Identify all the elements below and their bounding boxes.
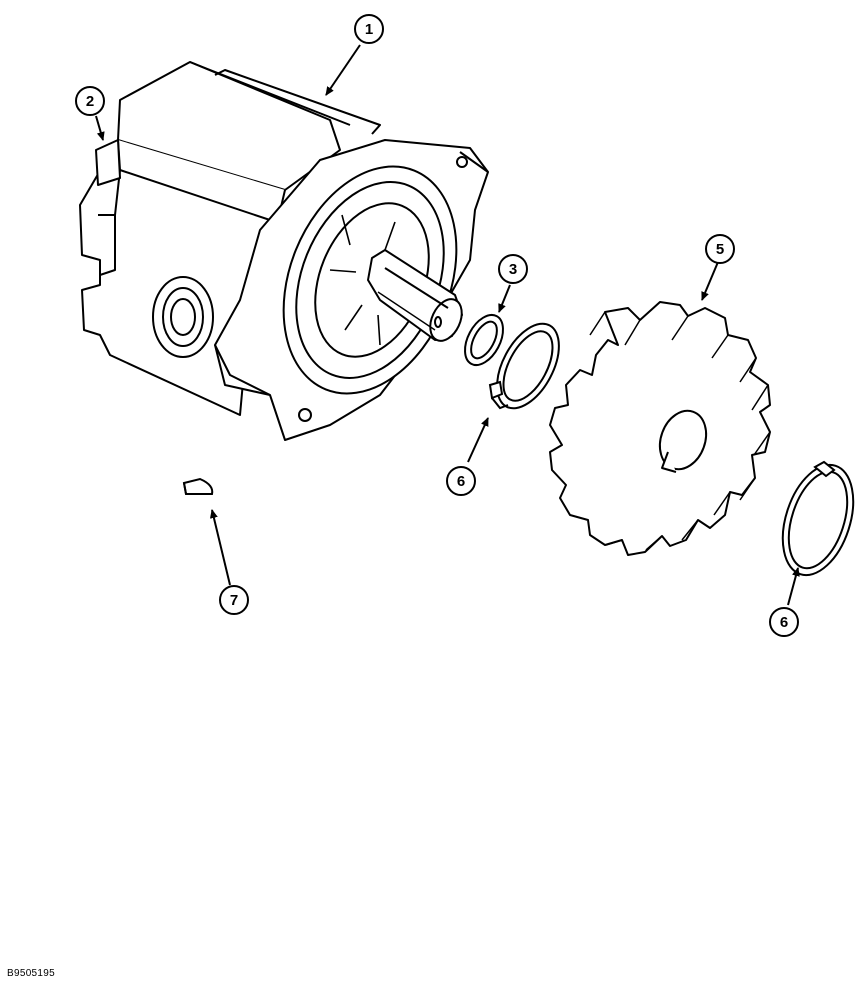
snap-ring-pump-side [488, 322, 560, 410]
gear-pump [79, 61, 489, 441]
callout-6-gear-side: 6 [769, 607, 799, 637]
leader-5 [701, 261, 719, 301]
thrust-washer [464, 314, 504, 366]
callout-7-number: 7 [230, 592, 238, 609]
drive-gear [549, 301, 771, 556]
callout-2: 2 [75, 86, 105, 116]
leader-arrows [95, 44, 800, 606]
callout-3-number: 3 [509, 261, 517, 278]
callout-3: 3 [498, 254, 528, 284]
leader-6b [787, 567, 800, 606]
leader-6a [467, 417, 489, 463]
callout-6-pump-side: 6 [446, 466, 476, 496]
callout-5-number: 5 [716, 241, 724, 258]
leader-7 [209, 509, 231, 586]
snap-ring-gear-side [781, 460, 855, 577]
leader-2 [95, 115, 105, 141]
callout-1: 1 [354, 14, 384, 44]
callout-5: 5 [705, 234, 735, 264]
figure-reference-code: B9505195 [7, 968, 56, 979]
woodruff-key [182, 477, 214, 495]
callout-1-number: 1 [365, 21, 373, 38]
callout-2-number: 2 [86, 93, 94, 110]
leader-3 [498, 284, 511, 313]
callout-6b-number: 6 [780, 614, 788, 631]
callout-6a-number: 6 [457, 473, 465, 490]
leader-1 [325, 44, 361, 96]
callout-7: 7 [219, 585, 249, 615]
